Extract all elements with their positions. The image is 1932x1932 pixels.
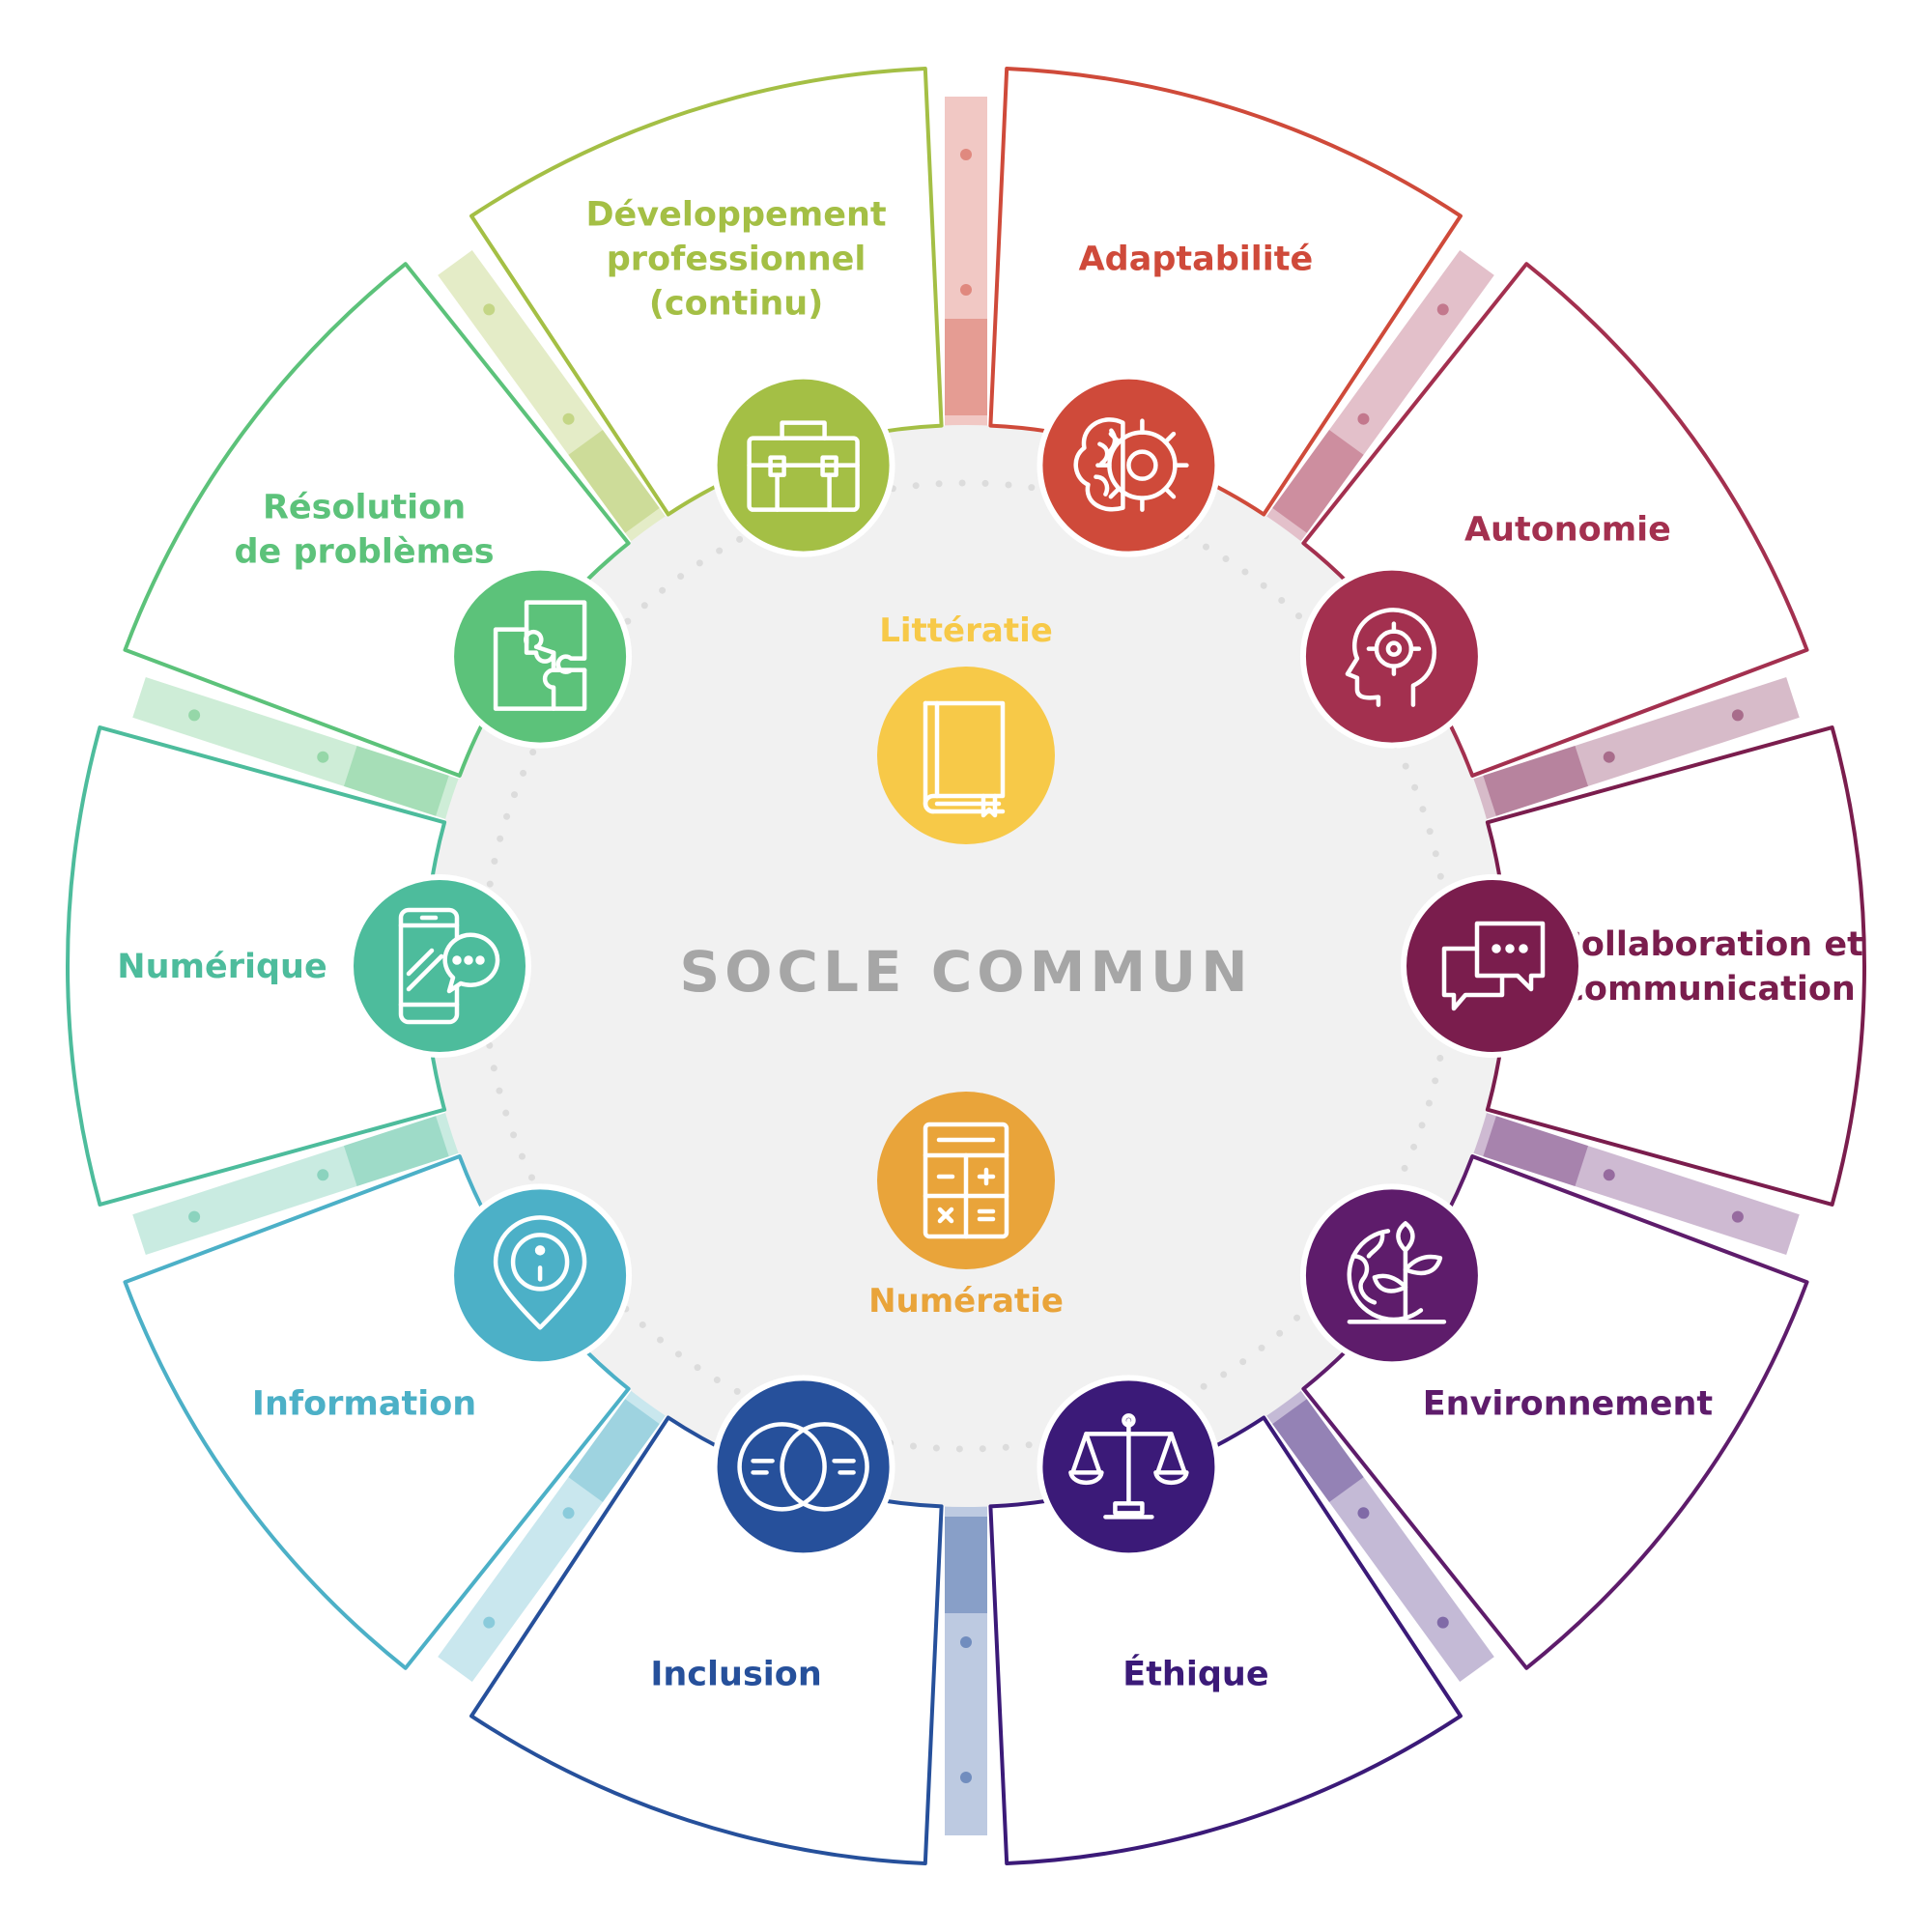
- segment-autonomie[interactable]: Autonomie: [1299, 262, 1809, 778]
- segment-label-line: professionnel: [607, 241, 867, 279]
- brain-gear-icon: [1073, 417, 1189, 512]
- segment-environnement[interactable]: Environnement: [1299, 1154, 1809, 1670]
- segment-label-line: de problèmes: [234, 532, 494, 571]
- segment-ethique[interactable]: Éthique: [988, 1375, 1463, 1866]
- segment-connector-inner: [343, 746, 449, 816]
- connector-dot: [562, 412, 575, 425]
- segment-label-line: Éthique: [1122, 1653, 1268, 1693]
- segment-numerique[interactable]: Numérique: [65, 725, 531, 1207]
- segment-label-line: communication: [1564, 970, 1856, 1009]
- core-label: Numératie: [868, 1282, 1064, 1321]
- segment-label-line: Numérique: [117, 948, 327, 986]
- tablet-chat-icon: [398, 907, 500, 1025]
- info-pin-icon: [493, 1215, 587, 1330]
- connector-dot: [1357, 412, 1370, 425]
- segment-icon-badge: [711, 1375, 895, 1559]
- center-hub: [425, 425, 1507, 1507]
- segment-resolution[interactable]: Résolution de problèmes: [123, 262, 633, 778]
- segment-connector-inner: [1272, 1399, 1364, 1502]
- core-label: Littératie: [879, 611, 1053, 650]
- connector-dot: [1603, 751, 1615, 763]
- center-title: SOCLE COMMUN: [679, 939, 1252, 1005]
- segment-label: Adaptabilité: [1079, 241, 1314, 279]
- connector-dot: [960, 284, 972, 296]
- segment-inclusion[interactable]: Inclusion: [469, 1375, 944, 1866]
- connector-dot: [317, 751, 329, 763]
- segment-label: Collaboration et communication: [1556, 925, 1863, 1009]
- segment-label-line: Environnement: [1423, 1385, 1713, 1424]
- segment-connector-inner: [1483, 746, 1589, 816]
- connector-dot: [1436, 1616, 1449, 1629]
- briefcase-icon: [747, 420, 860, 512]
- connector-dot: [1731, 709, 1744, 722]
- segment-icon-badge: [448, 564, 633, 749]
- connector-dot: [483, 303, 496, 316]
- segment-collaboration[interactable]: Collaboration et communication: [1401, 725, 1867, 1207]
- connector-dot: [960, 149, 972, 160]
- core-numeratie[interactable]: Numératie: [868, 1092, 1064, 1321]
- segment-label-line: (continu): [649, 285, 823, 324]
- segment-label: Autonomie: [1464, 510, 1671, 549]
- connector-dot: [960, 1772, 972, 1783]
- segment-connector-inner: [1483, 1116, 1589, 1186]
- segment-label: Résolution de problèmes: [234, 488, 494, 571]
- segment-connector-inner: [568, 430, 660, 533]
- overlap-circles-icon: [737, 1422, 869, 1512]
- connector-dot: [1357, 1507, 1370, 1520]
- connector-dot: [1731, 1210, 1744, 1223]
- connector-dot: [188, 1210, 201, 1223]
- connector-dot: [562, 1507, 575, 1520]
- core-litteratie[interactable]: Littératie: [877, 611, 1055, 844]
- book-icon: [923, 700, 1006, 818]
- segment-connector-inner: [568, 1399, 660, 1502]
- segment-label: Numérique: [117, 948, 327, 986]
- segment-connector-inner: [343, 1116, 449, 1186]
- segment-label-line: Information: [252, 1385, 476, 1424]
- segment-label: Information: [252, 1385, 476, 1424]
- core-badge: [877, 667, 1055, 844]
- connector-dot: [960, 1636, 972, 1648]
- segment-label: Éthique: [1122, 1653, 1268, 1693]
- segment-label-line: Développement: [586, 196, 887, 235]
- segment-information[interactable]: Information: [123, 1154, 633, 1670]
- segment-connector-inner: [1272, 430, 1364, 533]
- segment-adaptabilite[interactable]: Adaptabilité: [988, 66, 1463, 557]
- segment-label-line: Collaboration et: [1556, 925, 1863, 964]
- segment-icon-badge: [348, 874, 531, 1058]
- segment-label-line: Autonomie: [1464, 510, 1671, 549]
- chat-bubbles-icon: [1441, 921, 1546, 1011]
- connector-dot: [483, 1616, 496, 1629]
- segment-label: Environnement: [1423, 1385, 1713, 1424]
- segment-developpement[interactable]: Développement professionnel (continu): [469, 66, 944, 557]
- connector-dot: [317, 1169, 329, 1181]
- segment-label-line: Inclusion: [650, 1655, 821, 1693]
- scales-icon: [1068, 1413, 1189, 1520]
- segment-label: Inclusion: [650, 1655, 821, 1693]
- segment-label-line: Résolution: [263, 488, 466, 526]
- connector-dot: [1436, 303, 1449, 316]
- segment-label: Développement professionnel (continu): [586, 196, 887, 324]
- head-target-icon: [1345, 608, 1436, 707]
- connector-dot: [188, 709, 201, 722]
- segment-label-line: Adaptabilité: [1079, 241, 1314, 279]
- calculator-icon: [923, 1122, 1009, 1239]
- earth-plant-icon: [1347, 1221, 1447, 1324]
- puzzle-icon: [493, 600, 587, 711]
- connector-dot: [1603, 1169, 1615, 1181]
